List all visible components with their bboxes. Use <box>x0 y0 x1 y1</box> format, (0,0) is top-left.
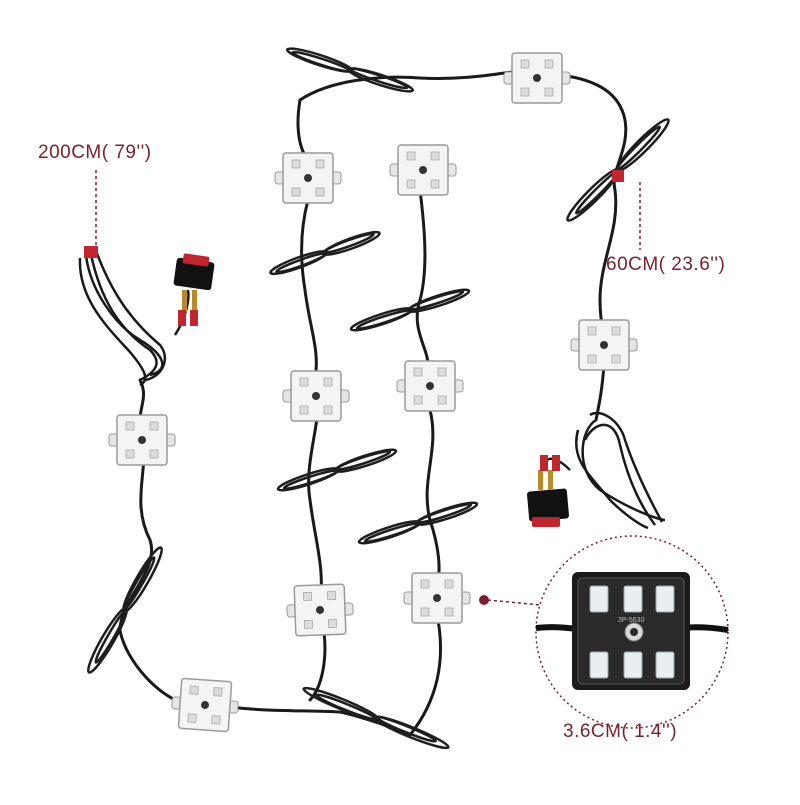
left-power-lead <box>78 247 190 387</box>
zoom-callout: 3P-5630 <box>535 535 729 729</box>
coil-col2-1 <box>269 230 381 276</box>
wire-clip-right <box>612 170 624 182</box>
module-col2-2 <box>282 370 350 422</box>
callout-dot <box>479 595 489 605</box>
label-module-size: 3.6CM( 1.4'') <box>563 721 678 742</box>
wire-col2 <box>296 98 327 702</box>
module-top-right <box>503 52 571 104</box>
label-wire-length-60cm: 60CM( 23.6'') <box>606 254 726 275</box>
coil-left-bottom <box>87 546 163 674</box>
power-switch-right <box>527 455 569 527</box>
coil-col2-2 <box>276 448 398 492</box>
wire-col3 <box>408 188 443 737</box>
leader-lines <box>95 170 641 606</box>
module-col3-2 <box>396 360 464 412</box>
module-col3-1 <box>389 144 457 196</box>
module-right-column <box>570 319 638 371</box>
wire-top-run <box>298 70 628 337</box>
coil-top-left <box>285 47 415 93</box>
label-wire-length-200cm: 200CM( 79'') <box>38 142 152 163</box>
zoom-chip-text: 3P-5630 <box>618 617 645 624</box>
wire-clip-left <box>84 246 98 258</box>
power-switch-left <box>173 253 215 326</box>
zoom-led-chips <box>589 585 675 679</box>
coil-col3-2 <box>357 501 479 545</box>
module-col3-3 <box>403 572 471 624</box>
led-modules <box>108 52 638 733</box>
module-col2-1 <box>274 152 342 204</box>
coil-bottom <box>302 686 450 750</box>
module-left-column <box>108 414 176 466</box>
module-bottom-left <box>171 677 239 733</box>
module-col2-3 <box>286 583 354 637</box>
coil-col3-1 <box>349 288 471 332</box>
wires <box>118 70 628 737</box>
wire-right-run <box>594 363 606 422</box>
wire-coils <box>87 47 670 750</box>
